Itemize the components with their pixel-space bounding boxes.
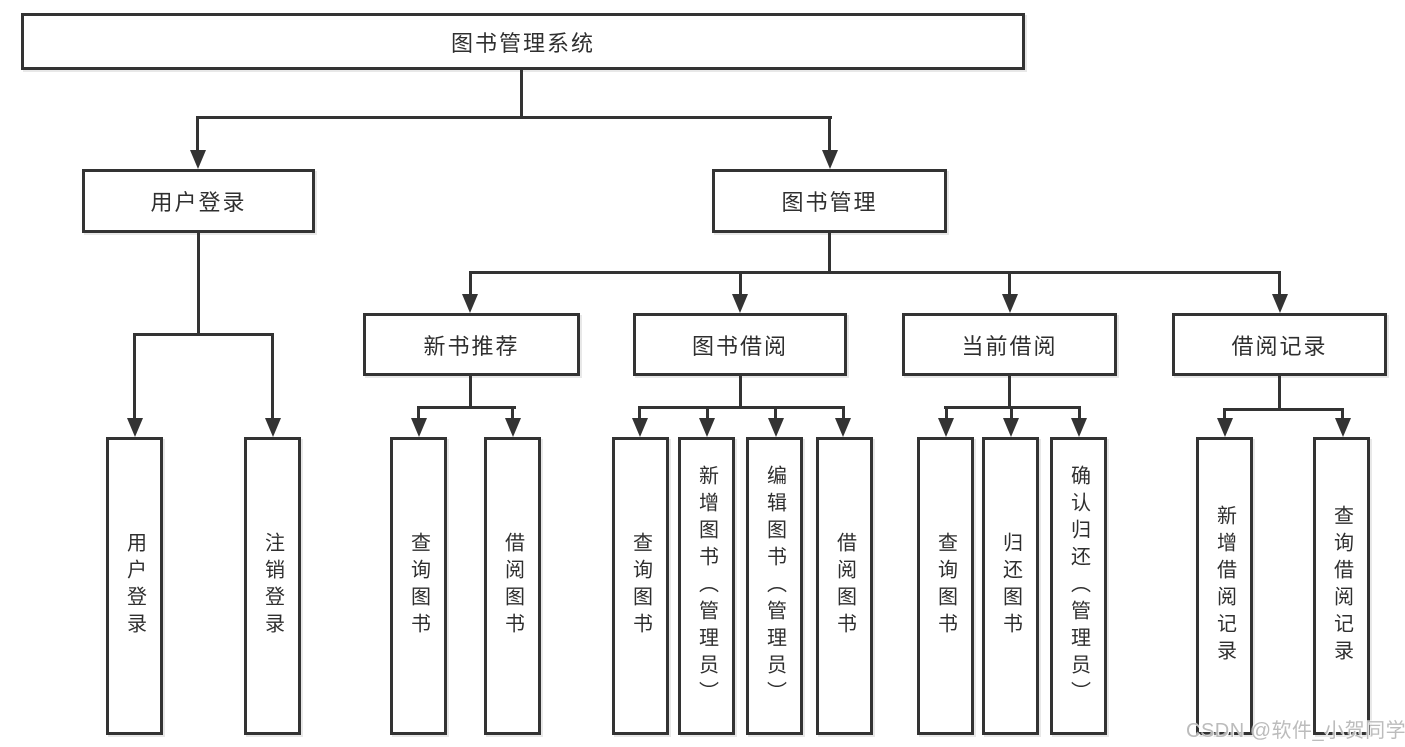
arrowhead-down-icon: [1217, 418, 1233, 437]
connector: [417, 406, 516, 409]
connector: [1078, 406, 1081, 420]
connector: [1008, 271, 1011, 296]
leaf-logout: 注销登录: [244, 437, 301, 735]
connector: [828, 116, 831, 152]
node-label: 借阅记录: [1231, 333, 1328, 359]
leaf-borrow-query-books: 查询图书: [612, 437, 669, 735]
connector: [1278, 271, 1281, 296]
connector: [469, 271, 1281, 274]
arrowhead-down-icon: [1071, 418, 1087, 437]
arrowhead-down-icon: [822, 150, 838, 169]
leaf-user-login: 用户登录: [106, 437, 163, 735]
leaf-records-query-record: 查询借阅记录: [1313, 437, 1370, 735]
connector: [197, 233, 200, 335]
connector: [739, 376, 742, 408]
leaf-label: 查询图书: [629, 532, 652, 640]
connector: [1341, 408, 1344, 420]
node-label: 当前借阅: [961, 333, 1058, 359]
arrowhead-down-icon: [265, 418, 281, 437]
leaf-label: 归还图书: [999, 532, 1022, 640]
node-book-management: 图书管理: [712, 169, 947, 233]
connector: [417, 406, 420, 420]
arrowhead-down-icon: [1272, 294, 1288, 313]
connector: [271, 333, 274, 419]
connector: [1008, 376, 1011, 408]
connector: [469, 271, 472, 296]
connector: [945, 406, 948, 420]
connector: [638, 406, 845, 409]
leaf-label: 用户登录: [123, 532, 146, 640]
leaf-label: 编辑图书（管理员）: [763, 464, 786, 708]
connector: [638, 406, 641, 420]
leaf-borrow-add-books-admin: 新增图书（管理员）: [678, 437, 735, 735]
leaf-label: 新增图书（管理员）: [695, 464, 718, 708]
leaf-rec-borrow-books: 借阅图书: [484, 437, 541, 735]
connector: [469, 376, 472, 408]
connector: [706, 406, 709, 420]
connector: [1278, 376, 1281, 410]
arrowhead-down-icon: [632, 418, 648, 437]
arrowhead-down-icon: [768, 418, 784, 437]
node-user-login: 用户登录: [82, 169, 315, 233]
leaf-current-query-books: 查询图书: [917, 437, 974, 735]
leaf-borrow-borrow-books: 借阅图书: [816, 437, 873, 735]
connector: [520, 70, 523, 117]
leaf-label: 借阅图书: [501, 532, 524, 640]
node-label: 图书管理: [781, 190, 878, 215]
arrowhead-down-icon: [190, 150, 206, 169]
node-label: 新书推荐: [423, 333, 520, 359]
arrowhead-down-icon: [835, 418, 851, 437]
arrowhead-down-icon: [411, 418, 427, 437]
arrowhead-down-icon: [1002, 294, 1018, 313]
leaf-current-return-books: 归还图书: [982, 437, 1039, 735]
node-current-borrowing: 当前借阅: [902, 313, 1117, 376]
node-label: 图书借阅: [691, 333, 788, 359]
arrowhead-down-icon: [127, 418, 143, 437]
connector: [1010, 406, 1013, 420]
leaf-records-add-record: 新增借阅记录: [1196, 437, 1253, 735]
connector: [133, 333, 136, 419]
connector: [842, 406, 845, 420]
connector: [739, 271, 742, 296]
node-book-borrowing: 图书借阅: [633, 313, 847, 376]
node-label: 图书管理系统: [450, 30, 595, 56]
arrowhead-down-icon: [732, 294, 748, 313]
arrowhead-down-icon: [462, 294, 478, 313]
connector: [828, 233, 831, 273]
connector: [1223, 408, 1344, 411]
leaf-label: 借阅图书: [833, 532, 856, 640]
leaf-borrow-edit-books-admin: 编辑图书（管理员）: [746, 437, 803, 735]
node-label: 用户登录: [150, 190, 247, 215]
leaf-rec-query-books: 查询图书: [390, 437, 447, 735]
connector: [511, 406, 514, 420]
leaf-label: 确认归还（管理员）: [1067, 464, 1090, 708]
leaf-label: 注销登录: [261, 532, 284, 640]
leaf-current-confirm-return-admin: 确认归还（管理员）: [1050, 437, 1107, 735]
node-library-management-system: 图书管理系统: [21, 13, 1025, 70]
leaf-label: 查询图书: [934, 532, 957, 640]
connector: [1223, 408, 1226, 420]
connector: [196, 116, 199, 152]
leaf-label: 新增借阅记录: [1213, 505, 1236, 667]
leaf-label: 查询借阅记录: [1330, 505, 1353, 667]
leaf-label: 查询图书: [407, 532, 430, 640]
node-borrowing-records: 借阅记录: [1172, 313, 1387, 376]
connector: [196, 116, 832, 119]
csdn-watermark: CSDN @软件_小贺同学: [1186, 720, 1405, 742]
arrowhead-down-icon: [1003, 418, 1019, 437]
connector: [774, 406, 777, 420]
arrowhead-down-icon: [1335, 418, 1351, 437]
arrowhead-down-icon: [699, 418, 715, 437]
arrowhead-down-icon: [938, 418, 954, 437]
arrowhead-down-icon: [505, 418, 521, 437]
node-new-book-recommendation: 新书推荐: [363, 313, 580, 376]
connector: [133, 333, 274, 336]
